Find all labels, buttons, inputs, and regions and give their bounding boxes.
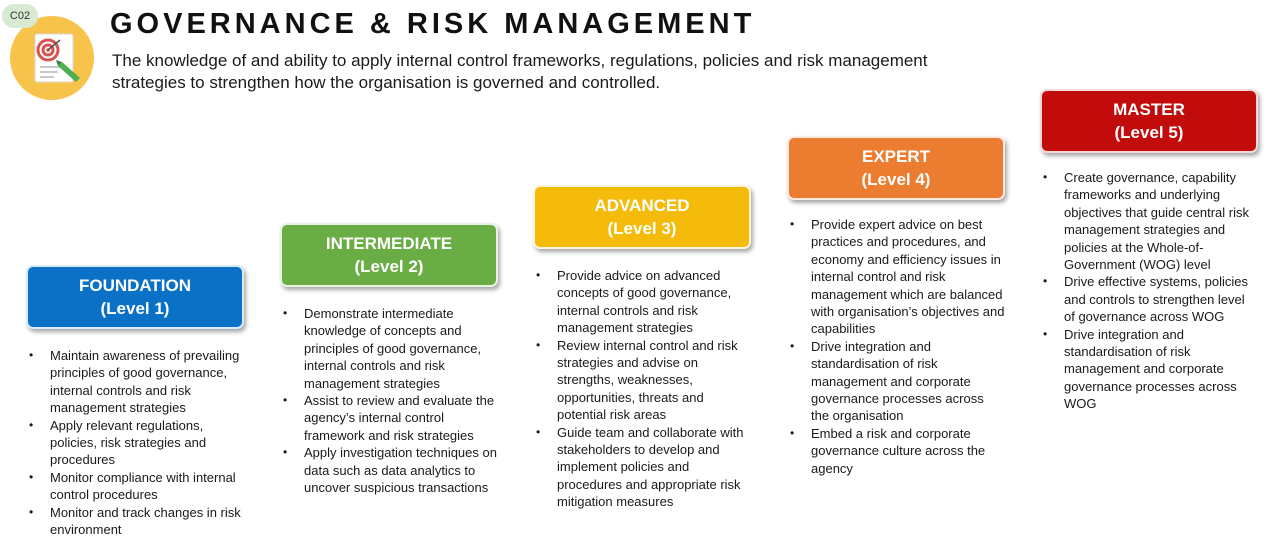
target-document-icon [10,16,94,100]
level-badge-master: MASTER (Level 5) [1040,89,1258,153]
list-item: Embed a risk and corporate governance cu… [787,425,1005,477]
level-expert: EXPERT (Level 4) Provide expert advice o… [787,136,1005,477]
list-item: Monitor compliance with internal control… [26,469,244,504]
competency-logo [8,12,96,100]
competency-code-badge: C02 [2,4,38,28]
level-name: EXPERT [861,147,931,166]
level-number: (Level 4) [861,170,931,189]
list-item: Monitor and track changes in risk enviro… [26,504,244,539]
list-item: Apply investigation techniques on data s… [280,444,498,496]
level-items-list: Maintain awareness of prevailing princip… [26,347,244,538]
list-item: Drive integration and standardisation of… [787,338,1005,425]
list-item: Guide team and collaborate with stakehol… [533,424,751,511]
level-name: INTERMEDIATE [325,234,453,253]
level-foundation: FOUNDATION (Level 1) Maintain awareness … [26,265,244,538]
level-name: FOUNDATION [78,276,192,295]
level-badge-intermediate: INTERMEDIATE (Level 2) [280,223,498,287]
level-badge-expert: EXPERT (Level 4) [787,136,1005,200]
list-item: Provide expert advice on best practices … [787,216,1005,338]
level-advanced: ADVANCED (Level 3) Provide advice on adv… [533,185,751,511]
level-number: (Level 3) [607,219,677,238]
list-item: Assist to review and evaluate the agency… [280,392,498,444]
level-badge-advanced: ADVANCED (Level 3) [533,185,751,249]
level-master: MASTER (Level 5) Create governance, capa… [1040,89,1258,413]
list-item: Drive integration and standardisation of… [1040,326,1258,413]
level-badge-foundation: FOUNDATION (Level 1) [26,265,244,329]
list-item: Review internal control and risk strateg… [533,337,751,424]
level-name: MASTER [1113,100,1185,119]
level-items-list: Provide advice on advanced concepts of g… [533,267,751,511]
page-description: The knowledge of and ability to apply in… [112,51,928,92]
list-item: Provide advice on advanced concepts of g… [533,267,751,337]
level-items-list: Create governance, capability frameworks… [1040,169,1258,413]
list-item: Demonstrate intermediate knowledge of co… [280,305,498,392]
list-item: Create governance, capability frameworks… [1040,169,1258,273]
level-number: (Level 2) [354,257,424,276]
list-item: Drive effective systems, policies and co… [1040,273,1258,325]
level-number: (Level 5) [1114,123,1184,142]
level-number: (Level 1) [100,299,170,318]
level-items-list: Demonstrate intermediate knowledge of co… [280,305,498,496]
level-name: ADVANCED [594,196,690,215]
level-items-list: Provide expert advice on best practices … [787,216,1005,477]
list-item: Apply relevant regulations, policies, ri… [26,417,244,469]
level-intermediate: INTERMEDIATE (Level 2) Demonstrate inter… [280,223,498,496]
page-title: GOVERNANCE & RISK MANAGEMENT [110,8,756,40]
list-item: Maintain awareness of prevailing princip… [26,347,244,417]
